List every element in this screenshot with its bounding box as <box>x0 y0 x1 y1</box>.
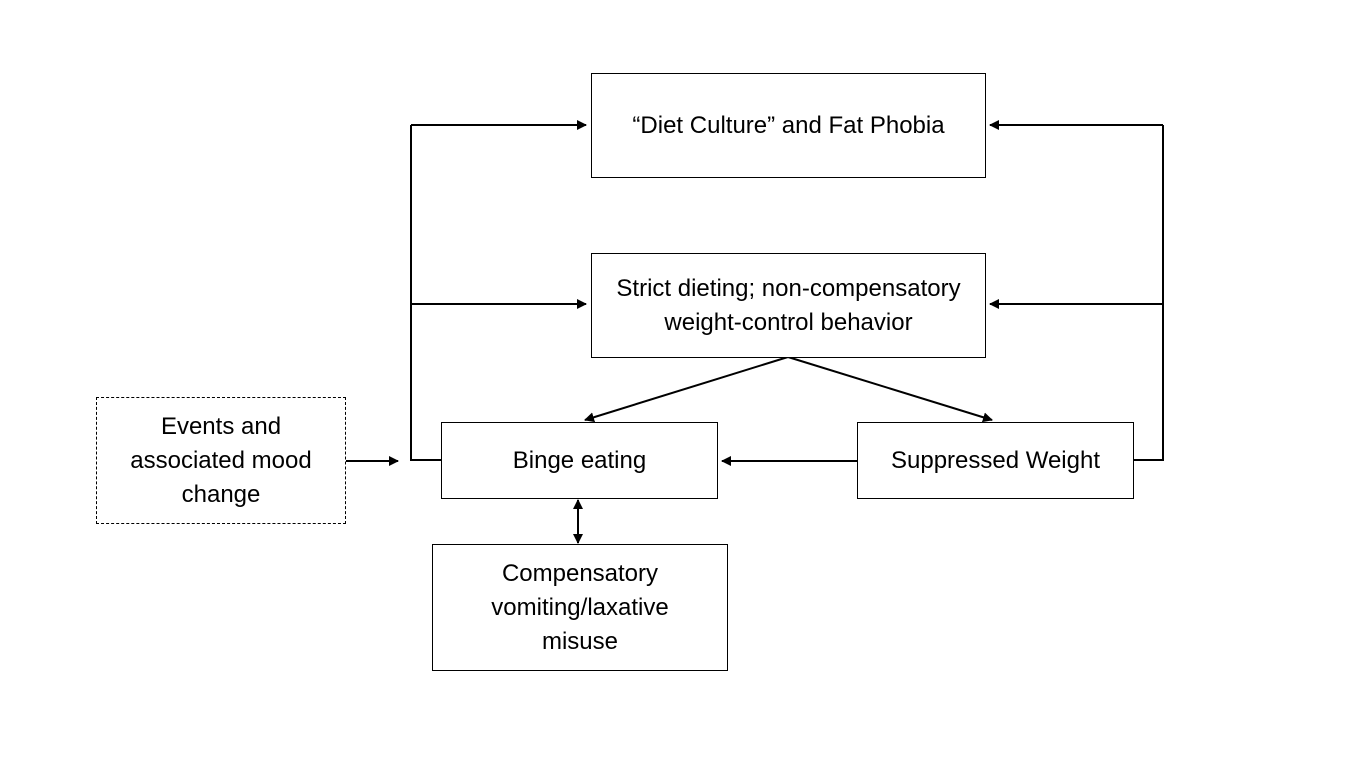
node-compensatory: Compensatory vomiting/laxative misuse <box>432 544 728 671</box>
node-binge-eating: Binge eating <box>441 422 718 499</box>
edge-suppressed-right-trunk <box>1133 125 1164 461</box>
node-diet-culture-label: “Diet Culture” and Fat Phobia <box>632 111 945 139</box>
node-events: Events and associated mood change <box>96 397 346 524</box>
node-diet-culture: “Diet Culture” and Fat Phobia <box>591 73 986 178</box>
edge-strict-to-binge <box>584 356 789 423</box>
node-strict-dieting: Strict dieting; non-compensatory weight-… <box>591 253 986 358</box>
node-events-label: Events and associated mood change <box>130 412 312 508</box>
edge-binge-left-trunk <box>410 125 441 461</box>
node-strict-dieting-label: Strict dieting; non-compensatory weight-… <box>616 274 961 336</box>
edge-strict-to-suppressed <box>787 356 993 423</box>
node-suppressed-weight-label: Suppressed Weight <box>890 446 1100 474</box>
node-suppressed-weight: Suppressed Weight <box>857 422 1134 499</box>
node-compensatory-label: Compensatory vomiting/laxative misuse <box>491 559 669 655</box>
node-binge-eating-label: Binge eating <box>512 446 647 474</box>
